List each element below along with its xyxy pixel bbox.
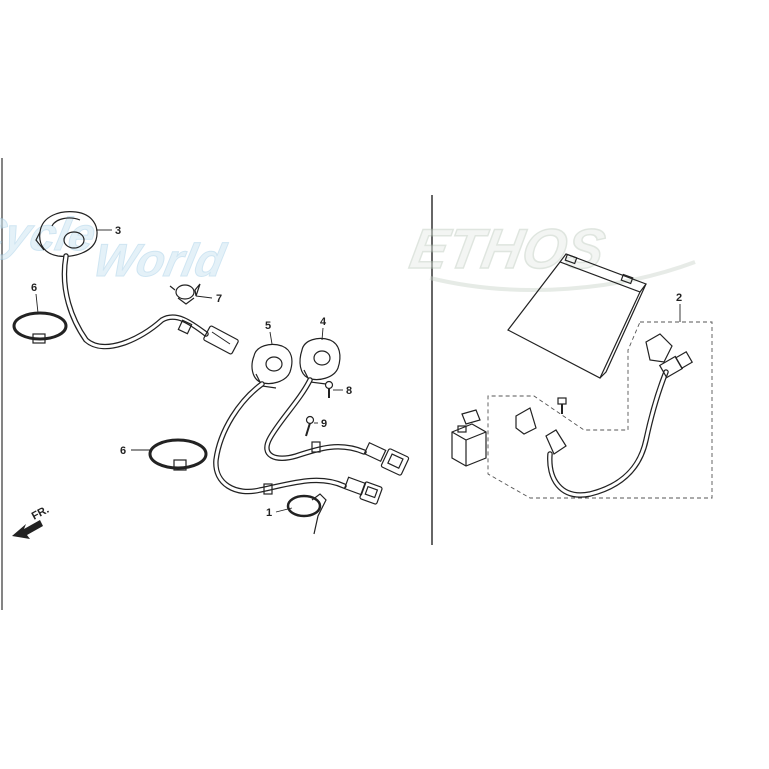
part-5-wire xyxy=(213,381,347,495)
callout-6-upper-leader xyxy=(35,293,39,314)
front-direction-arrow: FR. xyxy=(12,504,51,539)
callout-7-leader xyxy=(195,295,213,299)
grommet xyxy=(263,483,273,495)
watermark-cycle-world: Cycle World xyxy=(0,208,232,286)
part-5-connector xyxy=(343,476,383,505)
callout-1-leader xyxy=(275,507,293,513)
terminal-bolt xyxy=(557,397,567,414)
part-9-screw xyxy=(305,415,315,437)
part-2-terminal-lower xyxy=(545,429,567,455)
part-1-clamp xyxy=(286,493,327,535)
callout-4: 4 xyxy=(320,316,327,328)
watermark-world-text: World xyxy=(89,234,231,285)
part-6-band-upper xyxy=(12,311,68,344)
callout-7: 7 xyxy=(216,293,222,305)
callout-1: 1 xyxy=(266,507,272,519)
part-6-band-lower xyxy=(148,438,208,471)
grommet xyxy=(311,441,321,453)
fuse-box xyxy=(451,409,487,467)
terminal-cover-middle xyxy=(515,407,537,435)
battery xyxy=(507,253,647,379)
callout-6-lower: 6 xyxy=(120,445,126,457)
callout-8: 8 xyxy=(346,385,352,397)
part-8-screw xyxy=(324,380,334,398)
watermark-swoosh xyxy=(429,260,696,292)
part-4-connector xyxy=(363,441,410,476)
part-2-terminal-upper xyxy=(658,350,694,379)
callout-2: 2 xyxy=(676,292,682,304)
part-7-clamp xyxy=(169,283,201,305)
part-2-outline xyxy=(487,321,713,499)
callout-5: 5 xyxy=(265,320,271,332)
callout-4-leader xyxy=(321,327,324,341)
terminal-cover-upper xyxy=(645,333,673,363)
part-3-switch-housing xyxy=(35,211,98,257)
callout-6-upper: 6 xyxy=(31,282,37,294)
callout-9: 9 xyxy=(321,418,327,430)
part-4-switch-housing xyxy=(299,337,341,385)
callout-5-leader xyxy=(269,331,273,345)
part-3-connector xyxy=(177,319,239,355)
watermark-ethos-text: ETHOS xyxy=(406,217,610,280)
part-5-switch-housing xyxy=(251,343,293,389)
watermark-ethos: ETHOS xyxy=(405,217,696,292)
front-direction-label: FR. xyxy=(30,504,51,523)
callout-3: 3 xyxy=(115,225,121,237)
